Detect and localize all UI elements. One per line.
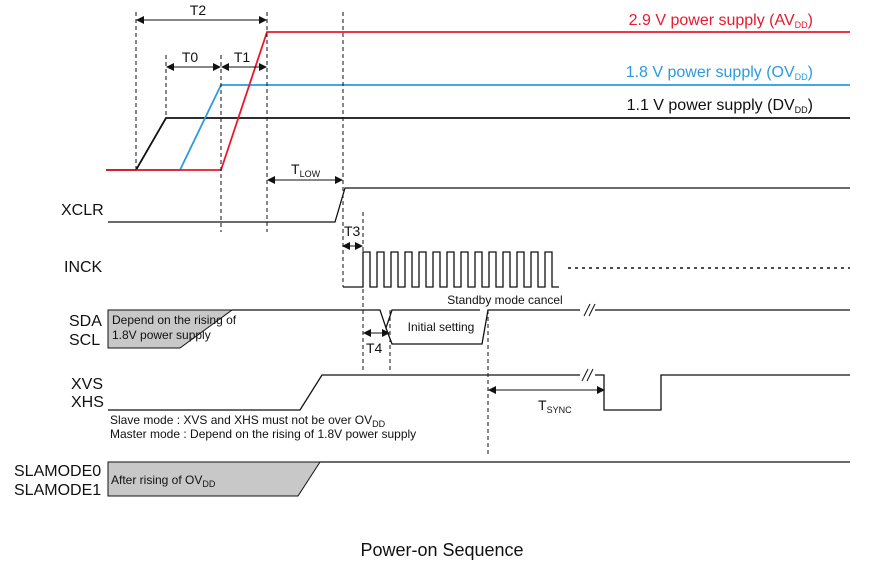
xhs-label: XHS bbox=[71, 394, 104, 411]
xvs-low-line bbox=[108, 374, 580, 411]
av-supply-waveform bbox=[106, 31, 850, 171]
slamode-note: After rising of OVDD bbox=[111, 473, 216, 489]
tlow-label: TLOW bbox=[291, 161, 321, 179]
xclr-label: XCLR bbox=[61, 202, 104, 219]
xvs-break-mark bbox=[581, 368, 594, 382]
sda-label: SDA bbox=[69, 313, 102, 330]
av-supply-label: 2.9 V power supply (AVDD) bbox=[629, 12, 813, 30]
scl-label: SCL bbox=[69, 332, 100, 349]
sda-break-mark bbox=[583, 303, 596, 317]
sda-depend-note-2: 1.8V power supply bbox=[112, 328, 211, 342]
master-mode-note: Master mode : Depend on the rising of 1.… bbox=[110, 427, 416, 441]
slamode1-label: SLAMODE1 bbox=[14, 482, 101, 499]
t2-label: T2 bbox=[190, 2, 207, 18]
slave-mode-note: Slave mode : XVS and XHS must not be ove… bbox=[110, 413, 386, 429]
inck-waveform bbox=[343, 251, 559, 288]
sda-low-line bbox=[385, 309, 580, 345]
sda-depend-note: Depend on the rising of bbox=[112, 313, 237, 327]
ov-supply-label: 1.8 V power supply (OVDD) bbox=[626, 64, 813, 82]
slamode-undefined-region bbox=[107, 461, 321, 497]
diagram-title: Power-on Sequence bbox=[360, 540, 523, 560]
t0-label: T0 bbox=[182, 49, 199, 65]
standby-cancel-label: Standby mode cancel bbox=[447, 293, 562, 307]
t4-label: T4 bbox=[366, 340, 383, 356]
t3-label: T3 bbox=[344, 223, 361, 239]
xvs-after-break bbox=[595, 374, 850, 411]
sda-undefined-region bbox=[107, 309, 234, 349]
slamode0-label: SLAMODE0 bbox=[14, 463, 101, 480]
dv-supply-label: 1.1 V power supply (DVDD) bbox=[627, 97, 813, 115]
t1-label: T1 bbox=[234, 49, 251, 65]
xvs-label: XVS bbox=[71, 376, 103, 393]
initial-setting-label: Initial setting bbox=[408, 320, 475, 334]
inck-label: INCK bbox=[64, 259, 103, 276]
tsync-label: TSYNC bbox=[538, 397, 572, 415]
dv-supply-waveform bbox=[106, 117, 850, 171]
xclr-waveform bbox=[108, 187, 850, 223]
